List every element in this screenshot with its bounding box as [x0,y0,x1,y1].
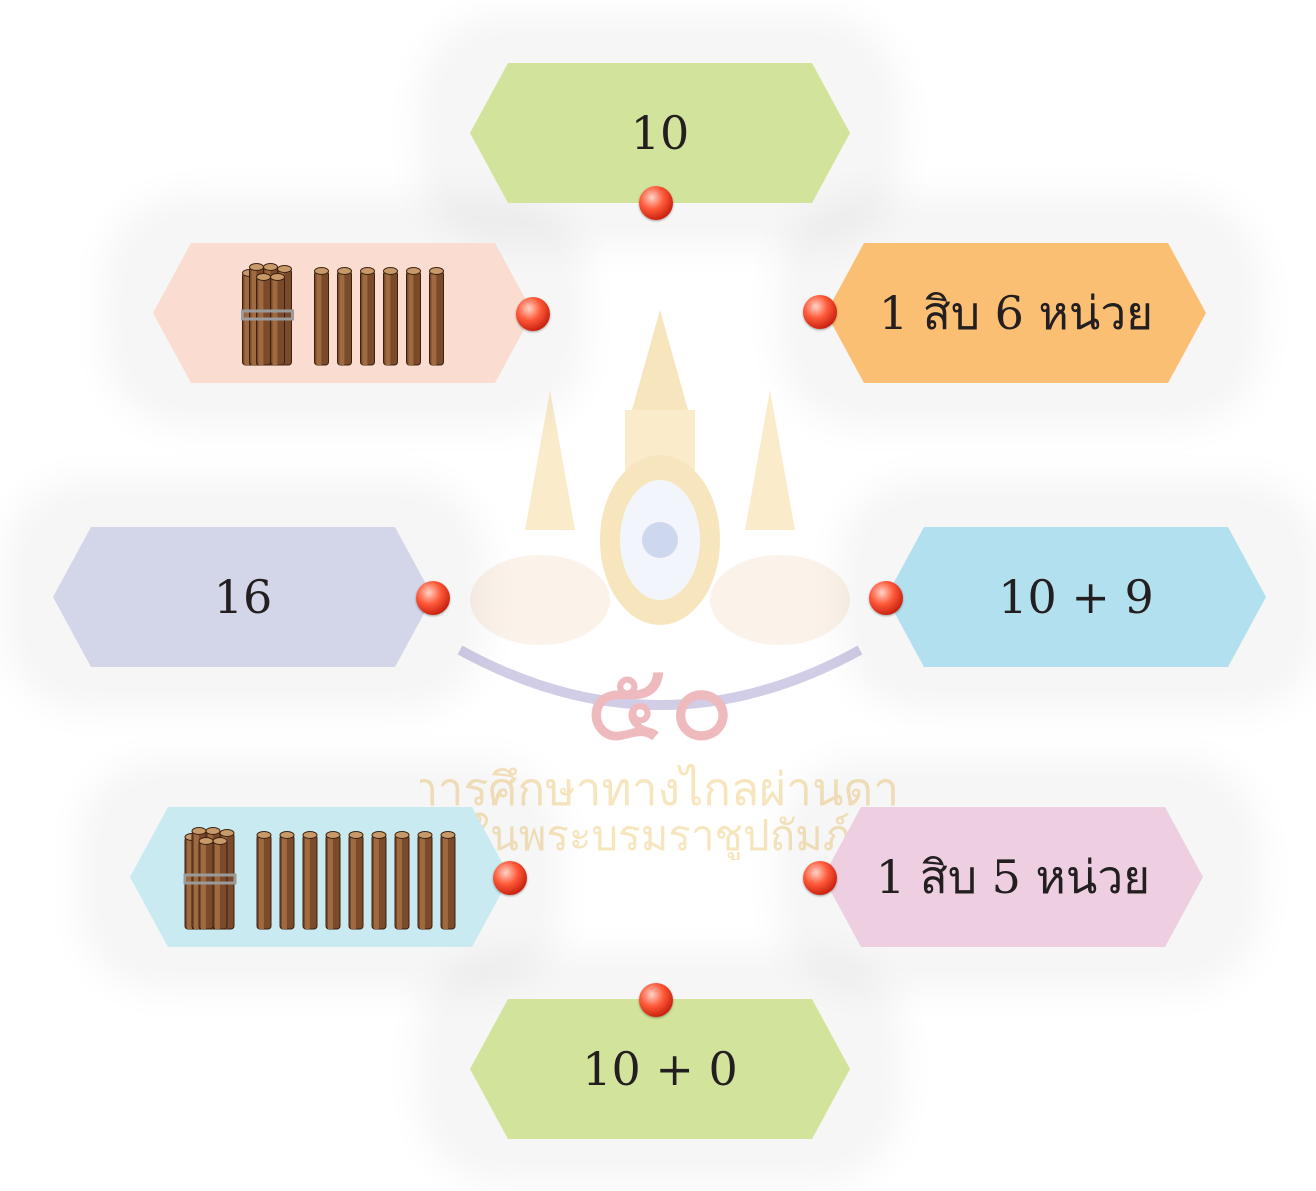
card-label: 1 สิบ 6 หน่วย [878,285,1154,340]
connector-dot-middle-left[interactable] [416,581,450,615]
svg-text:๕๐: ๕๐ [585,638,735,766]
connector-dot-middle-right[interactable] [869,581,903,615]
bundle-of-ten-icon [241,263,294,366]
watermark-line1: มูลนิธิการศึกษาทางไกลผ่านดาวเทียม [420,762,900,817]
card-upper-right[interactable]: 1 สิบ 6 หน่วย [826,243,1206,383]
connector-dot-bottom[interactable] [639,983,673,1017]
card-top[interactable]: 10 [470,63,850,203]
card-label: 10 [630,106,690,160]
single-stick-icon [406,267,421,366]
single-stick-icon [371,831,387,930]
card-middle-right[interactable]: 10 + 9 [886,527,1266,667]
royal-emblem-watermark: ๕๐ มูลนิธิการศึกษาทางไกลผ่านดาวเทียม ในพ… [420,310,900,860]
card-upper-left-sticks[interactable] [153,243,533,383]
bundle-of-ten-icon [183,827,237,930]
card-middle-left[interactable]: 16 [53,527,433,667]
card-label: 16 [213,570,273,624]
single-stick-icon [394,831,410,930]
single-stick-icon [302,831,318,930]
single-stick-icon [383,267,398,366]
connector-dot-top[interactable] [639,186,673,220]
connector-dot-lower-right[interactable] [803,861,837,895]
card-label: 1 สิบ 5 หน่วย [875,849,1151,904]
single-stick-icon [325,831,341,930]
single-stick-icon [348,831,364,930]
card-label: 10 + 9 [998,570,1154,624]
single-stick-icon [337,267,352,366]
single-stick-icon [360,267,375,366]
watermark-line2: ในพระบรมราชูปถัมภ์ [469,811,850,860]
single-stick-icon [279,831,295,930]
connector-dot-upper-left[interactable] [516,297,550,331]
single-stick-icon [417,831,433,930]
card-lower-left-sticks[interactable] [130,807,510,947]
single-stick-icon [256,831,272,930]
card-lower-right[interactable]: 1 สิบ 5 หน่วย [823,807,1203,947]
single-stick-icon [440,831,456,930]
card-label: 10 + 0 [582,1042,738,1096]
bundle-and-sticks-icon [183,827,456,930]
card-bottom[interactable]: 10 + 0 [470,999,850,1139]
single-stick-icon [314,267,329,366]
single-stick-icon [429,267,444,366]
bundle-and-sticks-icon [241,263,444,366]
connector-dot-lower-left[interactable] [493,861,527,895]
connector-dot-upper-right[interactable] [803,295,837,329]
royal-emblem-icon: ๕๐ [457,310,863,766]
